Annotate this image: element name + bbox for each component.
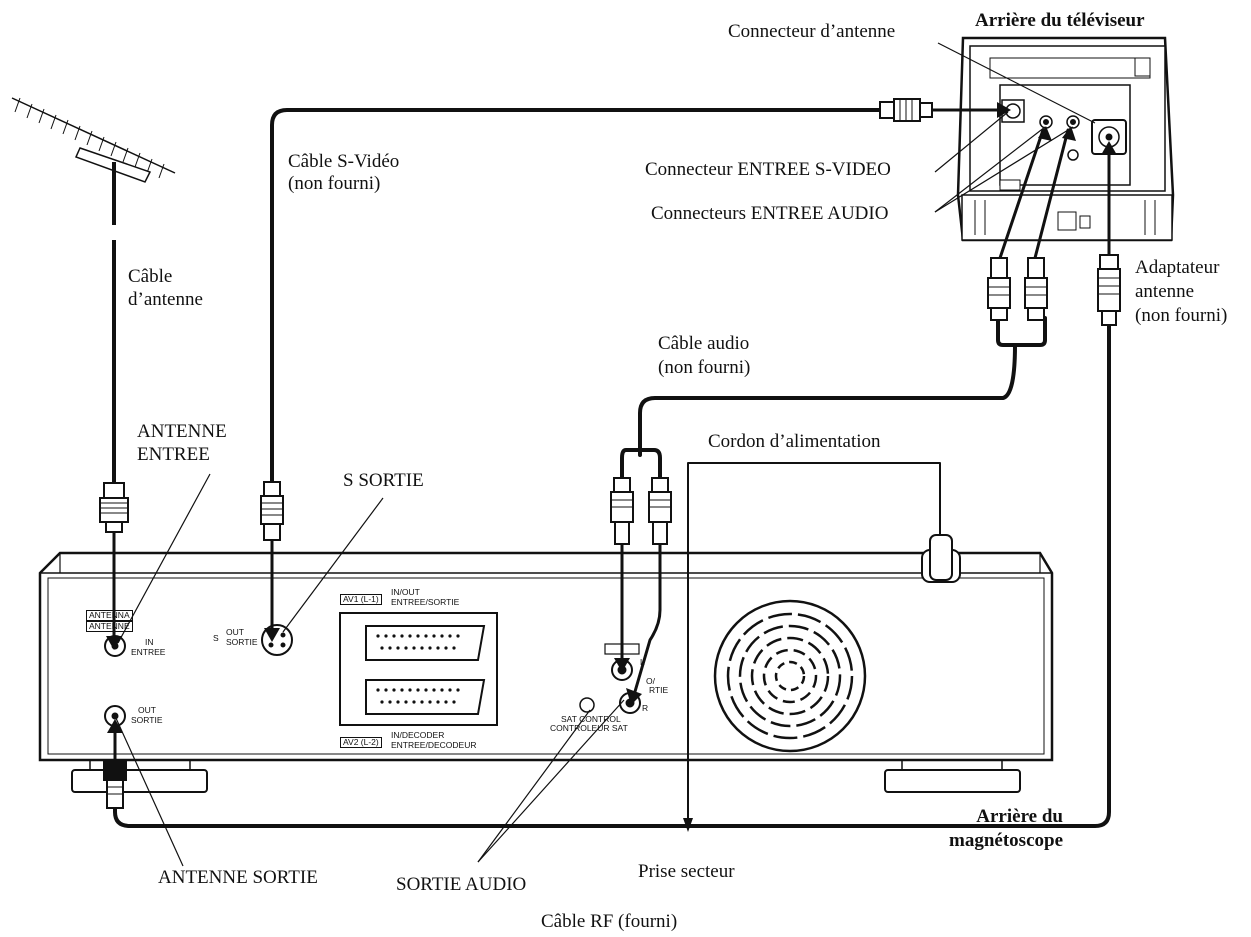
av2-tag: AV2 (L-2) xyxy=(340,737,382,748)
panel-sortie-1: SORTIE xyxy=(226,637,258,647)
leader-lines xyxy=(114,42,1096,867)
audio-out-frag: O/ xyxy=(646,676,655,686)
tv-antenna-connector-label: Connecteur d’antenne xyxy=(728,21,896,42)
antenna-in-label-1: ANTENNE xyxy=(137,421,227,442)
antenna-tag-1: ANTENNA xyxy=(86,610,133,621)
av1-tag: AV1 (L-1) xyxy=(340,594,382,605)
s-out-label: S SORTIE xyxy=(343,470,424,491)
av2-line-2: ENTREE/DECODEUR xyxy=(391,740,477,750)
antenna-out-label: ANTENNE SORTIE xyxy=(158,867,318,888)
vcr-back-icon xyxy=(38,534,1054,793)
tv-back-title: Arrière du téléviseur xyxy=(975,10,1145,31)
panel-out-1: OUT xyxy=(226,627,244,637)
rf-cable-label: Câble RF (fourni) xyxy=(541,911,678,932)
panel-out-2: OUT xyxy=(138,705,156,715)
fan-grille-icon xyxy=(713,599,867,753)
svideo-plug-icon xyxy=(260,98,933,541)
audio-cable-label-2: (non fourni) xyxy=(658,357,751,378)
arrowheads xyxy=(106,102,1117,832)
audio-out-label: SORTIE AUDIO xyxy=(396,874,527,895)
audio-r: R xyxy=(642,703,649,713)
av1-line-1: IN/OUT xyxy=(391,587,420,597)
antenna-adapter-label-2: antenne xyxy=(1135,281,1195,302)
antenna-adapter-label-3: (non fourni) xyxy=(1135,305,1228,326)
power-cord-label: Cordon d’alimentation xyxy=(708,431,881,452)
controleur-sat: CONTROLEUR SAT xyxy=(550,723,628,733)
av2-line-1: IN/DECODER xyxy=(391,730,445,740)
panel-entree: ENTREE xyxy=(131,647,166,657)
antenna-cable-label-2: d’antenne xyxy=(128,289,203,310)
tv-svideo-in-label: Connecteur ENTREE S-VIDEO xyxy=(645,159,891,180)
svideo-cable-label-2: (non fourni) xyxy=(288,173,381,194)
scart-connector-icon xyxy=(339,612,498,726)
antenna-cable-label-1: Câble xyxy=(128,266,173,287)
antenna-adapter-label-1: Adaptateur xyxy=(1135,257,1220,278)
antenna-in-label-2: ENTREE xyxy=(137,444,210,465)
tv-audio-in-label: Connecteurs ENTREE AUDIO xyxy=(651,203,889,224)
rca-plug-icon xyxy=(103,254,1121,809)
audio-l: L xyxy=(640,657,645,667)
av1-line-2: ENTREE/SORTIE xyxy=(391,597,460,607)
panel-sortie-2: SORTIE xyxy=(131,715,163,725)
panel-s: S xyxy=(213,633,219,643)
antenna-icon xyxy=(11,97,176,250)
sat-control: SAT CONTROL xyxy=(561,714,621,724)
vcr-back-title-1: Arrière du xyxy=(976,806,1063,827)
panel-in: IN xyxy=(145,637,154,647)
antenna-tag-2: ANTENNE xyxy=(86,621,133,632)
vcr-back-title-2: magnétoscope xyxy=(949,830,1063,851)
mains-socket-label: Prise secteur xyxy=(638,861,735,882)
coax-plug-icon xyxy=(99,482,129,533)
audio-cable-label-1: Câble audio xyxy=(658,333,750,354)
audio-sortie-frag: RTIE xyxy=(649,685,669,695)
svideo-cable-label-1: Câble S-Vidéo xyxy=(288,151,400,172)
